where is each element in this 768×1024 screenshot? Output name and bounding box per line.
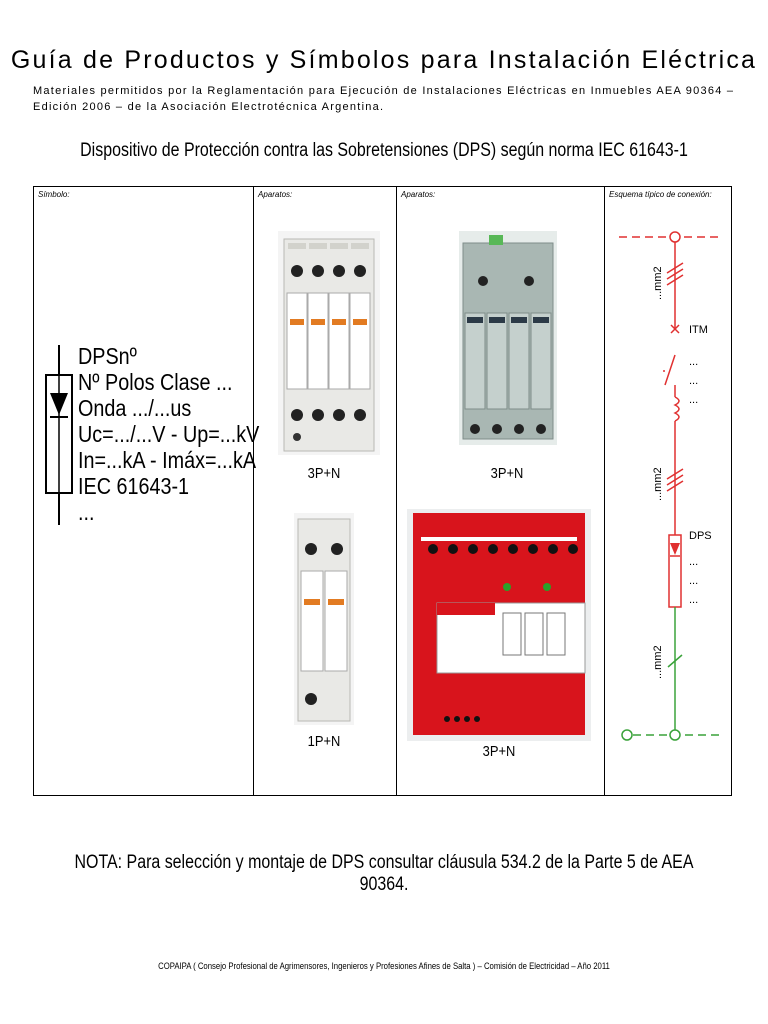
device-label: 1P+N: [307, 733, 341, 750]
devices-cell-1: Aparatos:: [253, 186, 397, 796]
spd-2pole-white-image: [294, 513, 354, 725]
symbol-column-label: Símbolo:: [38, 190, 70, 199]
device-label: 3P+N: [482, 743, 516, 760]
spd-red-image: [407, 509, 591, 741]
note: NOTA: Para selección y montaje de DPS co…: [74, 852, 694, 895]
schema-wire-top: ...mm2: [652, 266, 664, 300]
page-title: Guía de Productos y Símbolos para Instal…: [10, 46, 758, 74]
symbol-line: IEC 61643-1: [78, 473, 190, 499]
spd-4pole-white-image: [278, 231, 380, 455]
schema-itm-dots: ...: [689, 394, 698, 406]
connection-schema-diagram: ...mm2 ITM ... ... ... ...mm2 DPS ... ..…: [619, 231, 723, 741]
product-table: Símbolo: DPSnº Nº Polos Clase ... Onda .…: [33, 186, 732, 796]
schema-wire-bottom: ...mm2: [652, 645, 664, 679]
symbol-line: Uc=.../...V - Up=...kV: [78, 421, 260, 447]
footer: COPAIPA ( Consejo Profesional de Agrimen…: [158, 961, 610, 971]
devices-column-label: Aparatos:: [401, 190, 436, 199]
schema-itm-dots: ...: [689, 375, 698, 387]
symbol-cell: Símbolo: DPSnº Nº Polos Clase ... Onda .…: [33, 186, 259, 796]
schema-itm-dots: ...: [689, 356, 698, 368]
symbol-line: Onda .../...us: [78, 395, 192, 421]
device-label: 3P+N: [490, 465, 524, 482]
devices-cell-2: Aparatos: 3P+N: [396, 186, 605, 796]
schema-wire-mid: ...mm2: [652, 467, 664, 501]
symbol-description: DPSnº Nº Polos Clase ... Onda .../...us …: [78, 343, 259, 525]
page-subtitle: Materiales permitidos por la Reglamentac…: [33, 85, 735, 113]
symbol-line: DPSnº: [78, 343, 137, 369]
schema-column-label: Esquema típico de conexión:: [609, 190, 712, 199]
devices-column-label: Aparatos:: [258, 190, 293, 199]
schema-itm-label: ITM: [689, 324, 708, 336]
schema-dps-dots: ...: [689, 594, 698, 606]
schema-dps-dots: ...: [689, 575, 698, 587]
section-title: Dispositivo de Protección contra las Sob…: [80, 140, 688, 161]
spd-4pole-grey-image: [459, 231, 557, 445]
symbol-line: Nº Polos Clase ...: [78, 369, 233, 395]
symbol-line: ...: [78, 499, 95, 525]
schema-dps-dots: ...: [689, 556, 698, 568]
dps-symbol-icon: [45, 345, 73, 525]
schema-cell: Esquema típico de conexión:: [604, 186, 732, 796]
device-label: 3P+N: [307, 465, 341, 482]
schema-dps-label: DPS: [689, 530, 712, 542]
symbol-line: In=...kA - Imáx=...kA: [78, 447, 257, 473]
